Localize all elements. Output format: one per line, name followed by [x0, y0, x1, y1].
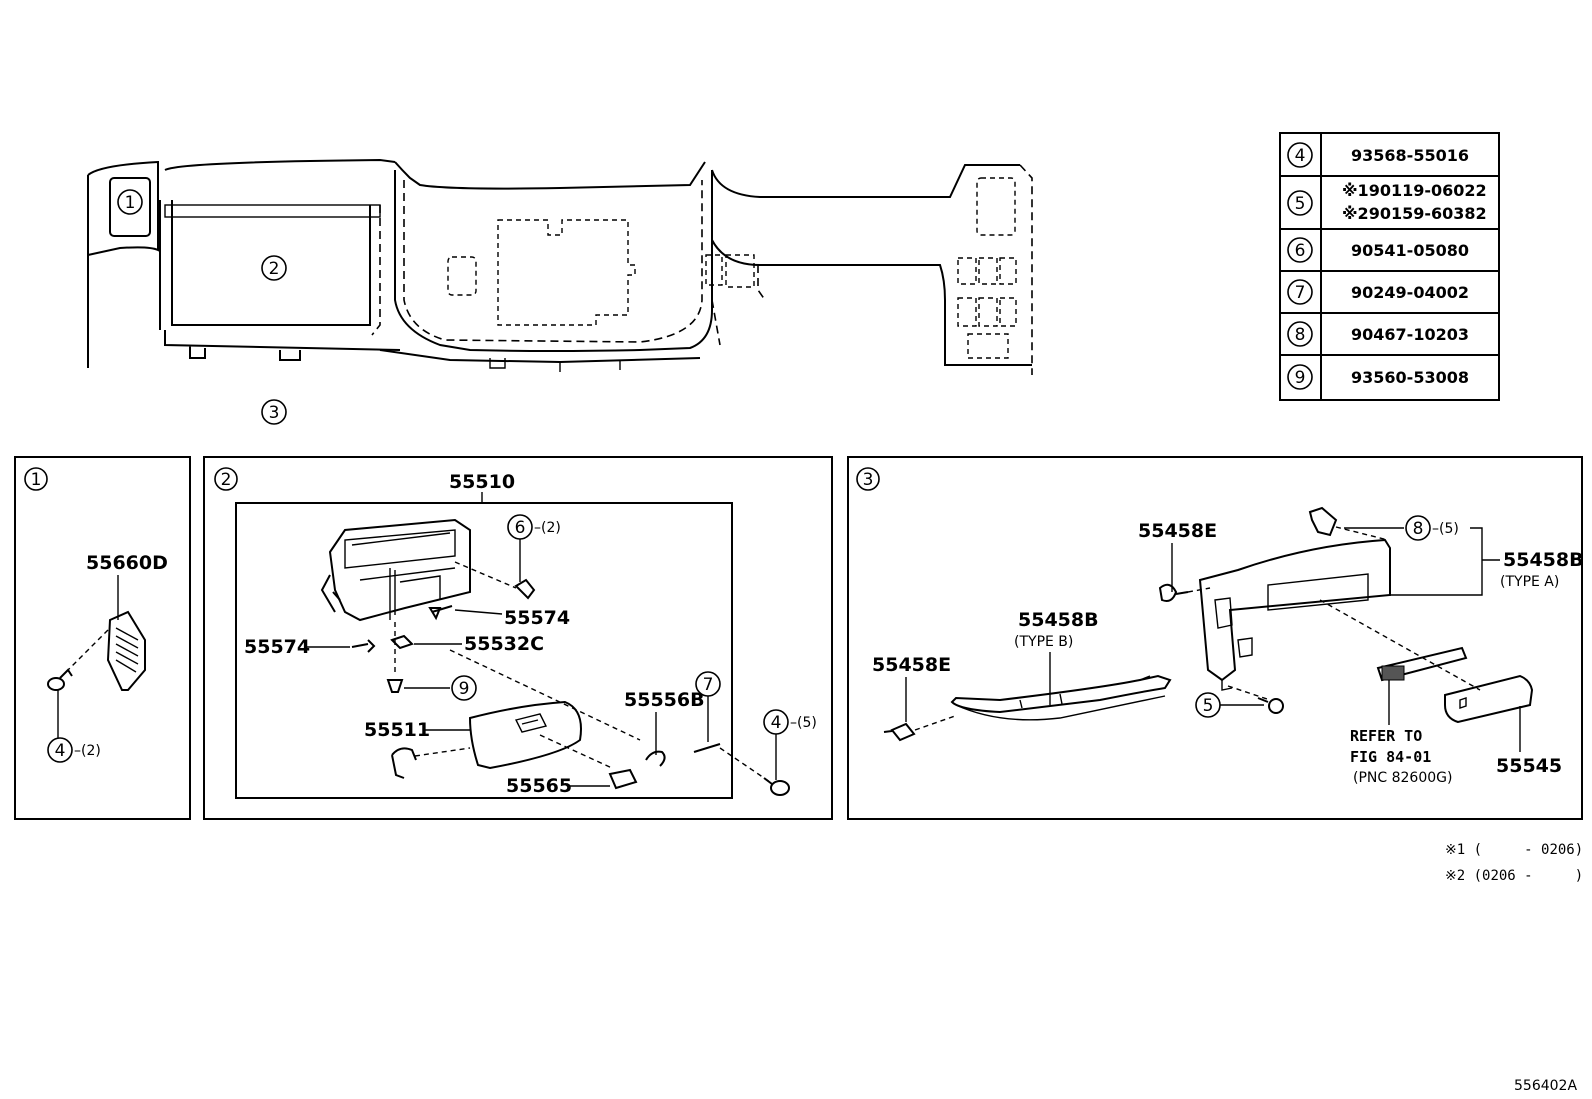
part-label-55510[interactable]: 55510 — [449, 471, 515, 493]
table-ref: 9 — [1295, 368, 1306, 388]
callout-number: 1 — [125, 193, 136, 213]
part-number: 90467-10203 — [1351, 325, 1469, 344]
hinge-part — [391, 747, 417, 779]
ref-number: 5 — [1203, 696, 1214, 716]
screw-part — [428, 605, 453, 621]
panel-number: 2 — [221, 470, 232, 490]
part-label-55556B[interactable]: 55556B — [624, 689, 705, 711]
table-row: 4 93568-55016 — [1287, 142, 1469, 168]
refer-text: (PNC 82600G) — [1353, 770, 1452, 786]
clip-part-55458E — [883, 722, 916, 742]
under-panel-type-a — [1198, 538, 1391, 691]
insert-strip — [1376, 646, 1468, 682]
refer-text: FIG 84-01 — [1350, 748, 1431, 766]
part-label-55565[interactable]: 55565 — [506, 775, 572, 797]
parts-table: 4 93568-55016 5 ※190119-06022 ※290159-60… — [1279, 132, 1500, 401]
type-label-b: (TYPE B) — [1014, 634, 1073, 650]
clip-part-9 — [386, 679, 404, 693]
part-label-55458B-type-a[interactable]: 55458B — [1503, 549, 1584, 571]
panel-number: 3 — [863, 470, 874, 490]
part-number: 93560-53008 — [1351, 368, 1469, 387]
part-number: ※190119-06022 — [1342, 181, 1487, 200]
part-number: 90249-04002 — [1351, 283, 1469, 302]
table-row: 9 93560-53008 — [1287, 364, 1469, 390]
part-label-55574-left[interactable]: 55574 — [244, 636, 310, 658]
overview-callout-1[interactable]: 1 — [117, 189, 143, 215]
part-label-55532C[interactable]: 55532C — [464, 633, 544, 655]
part-label-55545[interactable]: 55545 — [1496, 755, 1562, 777]
figure-id: 556402A — [1514, 1078, 1577, 1094]
table-ref: 5 — [1295, 194, 1306, 214]
callout-number: 2 — [269, 259, 280, 279]
qty-label: –(5) — [790, 715, 817, 731]
part-label-55458E-left[interactable]: 55458E — [872, 654, 951, 676]
ref-number: 7 — [703, 675, 714, 695]
part-number: 90541-05080 — [1351, 241, 1469, 260]
table-row: 6 90541-05080 — [1287, 237, 1469, 263]
refer-text: REFER TO — [1350, 727, 1422, 745]
vent-part — [106, 610, 146, 691]
qty-label: –(2) — [534, 520, 561, 536]
glovebox-door — [468, 700, 582, 770]
detail-panel-3: 3 55458E 8 –(5) 55458B (TYPE A) 55458B (… — [847, 456, 1584, 820]
table-row: 5 ※190119-06022 ※290159-60382 — [1287, 181, 1487, 223]
clip-part-8 — [1308, 506, 1338, 537]
ref-number: 6 — [515, 518, 526, 538]
part-number: ※290159-60382 — [1342, 204, 1487, 223]
part-label-55458E-top[interactable]: 55458E — [1138, 520, 1217, 542]
table-ref: 8 — [1295, 325, 1306, 345]
table-ref: 7 — [1295, 283, 1306, 303]
ref-number: 4 — [55, 741, 66, 761]
table-ref: 4 — [1295, 146, 1306, 166]
part-label-55458B-type-b[interactable]: 55458B — [1018, 609, 1099, 631]
part-number: 93568-55016 — [1351, 146, 1469, 165]
screw-part — [351, 639, 376, 653]
screw-part — [1257, 697, 1284, 714]
part-label-55511[interactable]: 55511 — [364, 719, 430, 741]
ref-number: 8 — [1413, 519, 1424, 539]
trim-strip-type-b — [950, 674, 1172, 721]
table-ref: 6 — [1295, 241, 1306, 261]
callout-number: 3 — [269, 403, 280, 423]
detail-panel-1: 1 55660D 4 –(2) — [14, 456, 191, 820]
latch-part-55565 — [608, 768, 638, 790]
qty-label: –(5) — [1432, 521, 1459, 537]
glovebox-housing — [320, 518, 471, 622]
overview-callout-2[interactable]: 2 — [261, 255, 287, 281]
bezel-part-55545 — [1444, 674, 1534, 724]
detail-panel-2: 2 55510 6 –(2) 55574 55574 — [203, 456, 833, 820]
type-label-a: (TYPE A) — [1500, 574, 1559, 590]
table-row: 7 90249-04002 — [1287, 279, 1469, 305]
overview-callout-3[interactable]: 3 — [261, 399, 287, 425]
footnote-1: ※1 ( - 0206) — [1445, 842, 1583, 858]
footnote-2: ※2 (0206 - ) — [1445, 868, 1583, 884]
ref-number: 9 — [459, 679, 470, 699]
screw-part — [47, 668, 73, 691]
ref-number: 4 — [771, 713, 782, 733]
clip-part-55532C — [390, 634, 414, 650]
qty-label: –(2) — [74, 743, 101, 759]
table-row: 8 90467-10203 — [1287, 321, 1469, 347]
part-label-55574-right[interactable]: 55574 — [504, 607, 570, 629]
dashboard-overview — [87, 158, 1033, 375]
part-label-55660D[interactable]: 55660D — [86, 552, 168, 574]
clip-part-55458E — [1158, 583, 1189, 602]
panel-number: 1 — [31, 470, 42, 490]
clip-part-6 — [514, 578, 536, 600]
